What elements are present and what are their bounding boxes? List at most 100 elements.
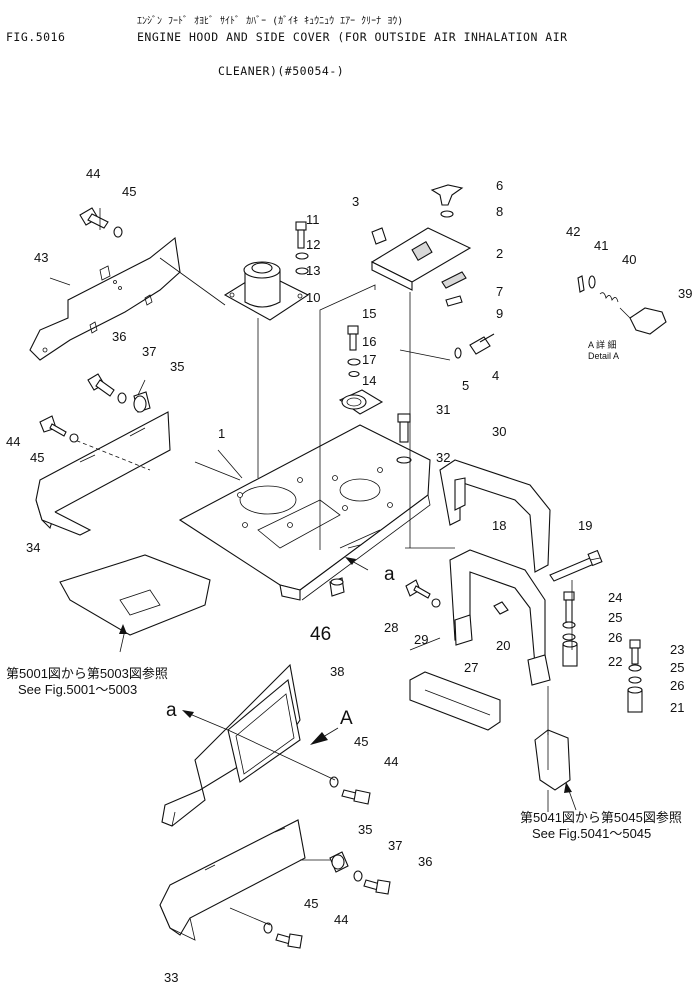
label-41: 41 — [594, 238, 608, 253]
label-44c: 44 — [384, 754, 398, 769]
cover-plate — [370, 184, 472, 307]
label-36a: 36 — [112, 329, 126, 344]
label-26b: 26 — [670, 678, 684, 693]
label-3: 3 — [352, 194, 359, 209]
label-25b: 25 — [670, 660, 684, 675]
bolt-44-middle — [39, 415, 79, 443]
label-23: 23 — [670, 642, 684, 657]
label-10: 10 — [306, 290, 320, 305]
label-12: 12 — [306, 237, 320, 252]
fig-number: FIG.5016 — [6, 30, 66, 44]
label-4: 4 — [492, 368, 499, 383]
nut-20 — [493, 601, 509, 615]
exhaust-base-plate — [223, 261, 310, 321]
label-45d: 45 — [304, 896, 318, 911]
label-13: 13 — [306, 263, 320, 278]
label-46: 46 — [310, 624, 331, 645]
label-30: 30 — [492, 424, 506, 439]
label-34: 34 — [26, 540, 40, 555]
label-1: 1 — [218, 426, 225, 441]
bolt-19 — [549, 549, 603, 582]
label-32: 32 — [436, 450, 450, 465]
bolt-36-group — [87, 373, 151, 413]
bolt-28-group — [405, 579, 441, 608]
label-44a: 44 — [86, 166, 100, 181]
bolt-44-top — [79, 207, 123, 238]
label-38: 38 — [330, 664, 344, 679]
detail-a-en: Detail A — [588, 351, 619, 361]
label-35a: 35 — [170, 359, 184, 374]
label-44d: 44 — [334, 912, 348, 927]
label-35b: 35 — [358, 822, 372, 837]
label-14: 14 — [362, 373, 376, 388]
label-45a: 45 — [122, 184, 136, 199]
label-28: 28 — [384, 620, 398, 635]
bolt-44-bottom — [263, 922, 303, 949]
bolt-4-group — [454, 333, 495, 359]
ref-5041-en: See Fig.5041～5045 — [532, 826, 651, 841]
engine-hood — [178, 424, 431, 601]
bolt-31-group — [396, 413, 412, 464]
floor-panel — [59, 554, 211, 636]
label-29: 29 — [414, 632, 428, 647]
label-22: 22 — [608, 654, 622, 669]
label-18: 18 — [492, 518, 506, 533]
bolt-11-group — [295, 221, 309, 275]
label-39: 39 — [678, 286, 692, 301]
side-panel-43 — [29, 236, 181, 361]
label-42: 42 — [566, 224, 580, 239]
cap-part-3 — [371, 227, 387, 245]
leader-lines — [49, 208, 601, 926]
title-line-1: ENGINE HOOD AND SIDE COVER (FOR OUTSIDE … — [137, 30, 568, 44]
label-2: 2 — [496, 246, 503, 261]
label-25a: 25 — [608, 610, 622, 625]
lower-bracket — [534, 729, 571, 791]
label-24: 24 — [608, 590, 622, 605]
ref-5041-jp: 第5041図から第5045図参照 — [520, 810, 682, 825]
label-26a: 26 — [608, 630, 622, 645]
title-line-2: CLEANER)(#50054-) — [218, 64, 345, 78]
label-20: 20 — [496, 638, 510, 653]
label-45b: 45 — [30, 450, 44, 465]
label-17: 17 — [362, 352, 376, 367]
bracket-27 — [409, 671, 501, 731]
japanese-title: ｴﾝｼﾞﾝ ﾌｰﾄﾞ ｵﾖﾋﾞ ｻｲﾄﾞ ｶﾊﾞｰ (ｶﾞｲｷ ｷｭｳﾆｭｳ ｴ… — [137, 16, 404, 27]
bolt-36-lower — [329, 851, 391, 895]
label-33: 33 — [164, 970, 178, 985]
label-21: 21 — [670, 700, 684, 715]
frame-18 — [449, 549, 551, 686]
label-9: 9 — [496, 306, 503, 321]
ref-5001-jp: 第5001図から第5003図参照 — [6, 666, 168, 681]
label-45c: 45 — [354, 734, 368, 749]
bolt-23-group — [627, 639, 643, 713]
detail-a-parts — [577, 275, 667, 335]
grommet-46 — [329, 577, 345, 597]
label-43: 43 — [34, 250, 48, 265]
bolt-44-lower — [329, 776, 371, 805]
view-marker-A: A — [340, 708, 353, 729]
side-panel-33 — [159, 819, 306, 941]
label-37b: 37 — [388, 838, 402, 853]
frame-30 — [439, 459, 551, 573]
ref-5001-en: See Fig.5001～5003 — [18, 682, 137, 697]
view-marker-a-lower: a — [166, 700, 177, 721]
part-labels: 44 45 43 36 37 35 44 45 34 1 3 11 12 13 … — [6, 166, 692, 985]
label-11: 11 — [306, 212, 320, 227]
label-5: 5 — [462, 378, 469, 393]
reference-texts: 第5001図から第5003図参照 See Fig.5001～5003 第5041… — [6, 666, 682, 841]
label-8: 8 — [496, 204, 503, 219]
detail-a-jp: A 詳 細 — [588, 339, 617, 350]
label-44b: 44 — [6, 434, 20, 449]
label-19: 19 — [578, 518, 592, 533]
label-16: 16 — [362, 334, 376, 349]
bolt-15-group — [338, 325, 384, 415]
label-7: 7 — [496, 284, 503, 299]
label-37a: 37 — [142, 344, 156, 359]
side-panel-38 — [161, 663, 301, 827]
label-36b: 36 — [418, 854, 432, 869]
label-6: 6 — [496, 178, 503, 193]
view-marker-a-top: a — [384, 564, 395, 585]
label-40: 40 — [622, 252, 636, 267]
bolt-24-group — [562, 591, 578, 667]
